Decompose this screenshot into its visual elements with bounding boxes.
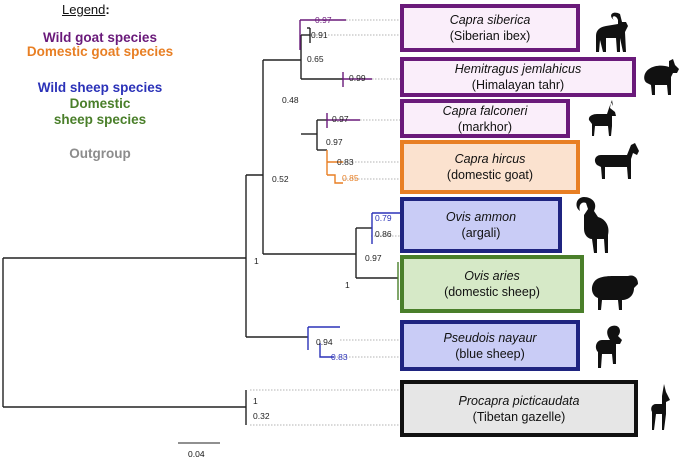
legend-wild-sheep: Wild sheep species <box>37 80 163 95</box>
taxon-box-capra-siberica: Capra siberica (Siberian ibex) <box>400 4 580 52</box>
legend-domestic-goat: Domestic goat species <box>26 44 174 59</box>
taxon-common-name: (domestic sheep) <box>444 285 540 299</box>
support-nayaur-tip: 0.83 <box>331 352 348 362</box>
support-outgroup-top: 1 <box>253 396 258 406</box>
taxon-scientific-name: Pseudois nayaur <box>443 330 537 345</box>
taxon-scientific-name: Ovis aries <box>464 269 520 283</box>
colored-branches <box>299 19 400 358</box>
support-falconeri-hircus: 0.97 <box>326 137 343 147</box>
ibex-silhouette-icon <box>596 12 628 52</box>
taxon-common-name: (blue sheep) <box>455 346 525 361</box>
taxon-common-name: (Tibetan gazelle) <box>472 409 566 424</box>
taxon-box-procapra-picticaudata: Procapra picticaudata (Tibetan gazelle) <box>400 380 638 437</box>
markhor-silhouette-icon <box>588 100 616 136</box>
support-root-ingroup: 1 <box>254 256 259 266</box>
legend-outgroup: Outgroup <box>69 146 131 161</box>
taxon-box-ovis-ammon: Ovis ammon (argali) <box>400 197 562 253</box>
taxon-scientific-name: Capra hircus <box>454 152 526 166</box>
taxon-scientific-name: Procapra picticaudata <box>458 393 580 408</box>
support-siberica-tip: 0.97 <box>315 15 332 25</box>
support-goat-clade: 0.48 <box>282 95 299 105</box>
argali-silhouette-icon <box>576 197 609 253</box>
legend-domestic-sheep: Domestic sheep species <box>53 96 147 127</box>
goat-silhouette-icon <box>594 143 639 179</box>
taxon-scientific-name: Ovis ammon <box>445 210 517 224</box>
taxon-common-name: (Siberian ibex) <box>449 29 531 43</box>
taxon-scientific-name: Hemitragus jemlahicus <box>454 62 582 76</box>
taxon-box-capra-hircus: Capra hircus (domestic goat) <box>400 140 580 194</box>
tree-backbone <box>2 27 398 425</box>
support-outgroup-bottom: 0.32 <box>253 411 270 421</box>
silhouettes <box>576 12 679 430</box>
support-argali-inner: 0.86 <box>375 229 392 239</box>
taxon-box-capra-falconeri: Capra falconeri (markhor) <box>400 99 570 138</box>
support-siberica-tahr: 0.65 <box>307 54 324 64</box>
taxon-box-ovis-aries: Ovis aries (domestic sheep) <box>400 255 584 313</box>
support-hircus-inner: 0.83 <box>337 157 354 167</box>
tip-leaders <box>250 19 400 426</box>
support-siberica-clade: 0.91 <box>311 30 328 40</box>
taxon-common-name: (domestic goat) <box>446 168 534 182</box>
support-falconeri-tip: 0.97 <box>332 114 349 124</box>
taxon-common-name: (Himalayan tahr) <box>471 78 565 92</box>
support-values: 0.97 0.91 0.65 0.99 0.48 0.97 0.97 0.83 … <box>253 15 392 421</box>
support-tahr-tip: 0.99 <box>349 73 366 83</box>
blue-sheep-silhouette-icon <box>595 325 622 368</box>
taxon-box-pseudois-nayaur: Pseudois nayaur (blue sheep) <box>400 320 580 371</box>
support-nayaur-inner: 0.94 <box>316 337 333 347</box>
support-argali-tip: 0.79 <box>375 213 392 223</box>
support-ovis-aries: 1 <box>345 280 350 290</box>
support-caprini: 0.52 <box>272 174 289 184</box>
taxon-common-name: (markhor) <box>457 119 513 134</box>
legend-title: Legend: <box>62 2 110 17</box>
taxon-common-name: (argali) <box>461 226 501 240</box>
support-hircus-tip: 0.85 <box>342 173 359 183</box>
taxon-box-hemitragus-jemlahicus: Hemitragus jemlahicus (Himalayan tahr) <box>400 57 636 97</box>
legend-wild-goat: Wild goat species <box>43 30 157 45</box>
gazelle-silhouette-icon <box>651 384 670 430</box>
sheep-silhouette-icon <box>591 275 638 310</box>
support-ovis-clade: 0.97 <box>365 253 382 263</box>
taxon-scientific-name: Capra falconeri <box>442 103 528 118</box>
scale-bar-label: 0.04 <box>188 449 205 459</box>
taxon-scientific-name: Capra siberica <box>449 13 531 27</box>
tahr-silhouette-icon <box>644 59 679 95</box>
